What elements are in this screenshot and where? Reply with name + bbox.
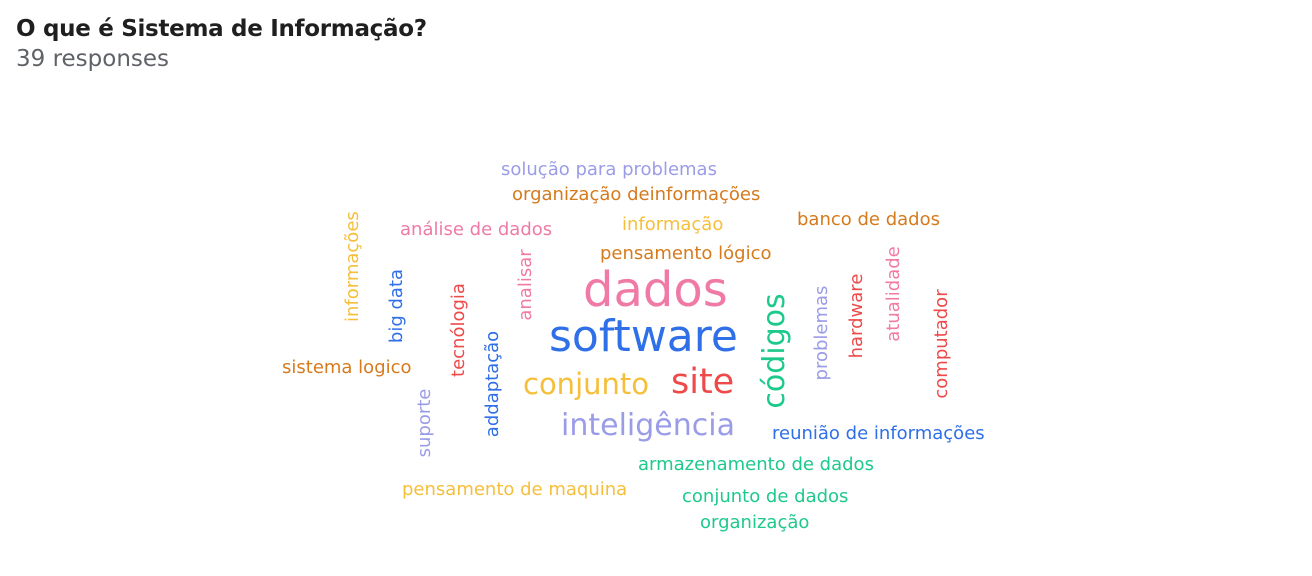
word-pensamento-logico: pensamento lógico — [600, 243, 772, 264]
word-banco-de-dados: banco de dados — [797, 209, 940, 230]
word-organizacao: organização — [700, 512, 810, 533]
word-conjunto-de-dados: conjunto de dados — [682, 486, 849, 507]
word-codigos: códigos — [757, 293, 792, 409]
word-solucao-para-problemas: solução para problemas — [501, 159, 717, 180]
question-header: O que é Sistema de Informação? 39 respon… — [16, 14, 427, 74]
word-organizacao-deinformacoes: organização deinformações — [512, 184, 761, 205]
response-count: 39 responses — [16, 46, 170, 72]
word-tecnologia: tecnólogia — [448, 283, 469, 377]
word-armazenamento-de-dados: armazenamento de dados — [638, 454, 874, 475]
word-atualidade: atualidade — [883, 246, 904, 342]
word-suporte: suporte — [414, 388, 435, 458]
word-dados: dados — [583, 262, 728, 318]
word-analisar: analisar — [515, 249, 536, 321]
word-analise-de-dados: análise de dados — [400, 219, 553, 240]
word-conjunto: conjunto — [523, 367, 649, 401]
word-informacao: informação — [622, 214, 724, 235]
word-sistema-logico: sistema logico — [282, 357, 412, 378]
word-hardware: hardware — [846, 273, 867, 359]
word-pensamento-de-maquina: pensamento de maquina — [402, 479, 628, 500]
word-big-data: big data — [386, 268, 407, 344]
word-site: site — [671, 362, 735, 402]
word-addaptacao: addaptação — [482, 330, 503, 438]
question-title: O que é Sistema de Informação? — [16, 16, 427, 42]
word-inteligencia: inteligência — [561, 408, 735, 443]
word-informacoes: informações — [342, 211, 363, 322]
word-computador: computador — [931, 289, 952, 399]
word-problemas: problemas — [811, 285, 832, 381]
word-reuniao-de-informacoes: reunião de informações — [772, 423, 985, 444]
word-software: software — [549, 311, 738, 362]
